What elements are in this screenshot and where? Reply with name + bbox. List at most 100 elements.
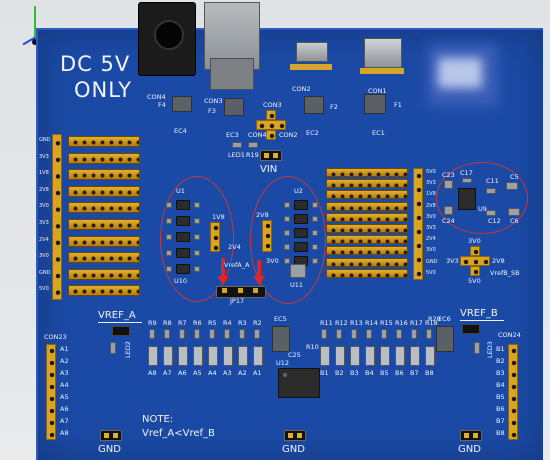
ec3-cap [224,98,244,116]
right-rail-text-3: 2V8 [426,202,436,209]
b-res-6 [411,329,417,339]
right-row-5[interactable] [326,224,408,233]
ec6-cap [436,326,454,352]
vref-b-jumper[interactable] [462,324,480,334]
right-rail-text-8: GND [426,258,438,265]
vsel-top[interactable] [470,246,480,256]
a-bottom-label-2: A6 [178,369,187,377]
left-ic-cap-b-2 [194,234,200,240]
right-row-3[interactable] [326,201,408,211]
mini-usb-pad [360,68,404,74]
left-rail-text-9: 5V0 [39,286,49,293]
right-ic-cap-b-1 [312,216,318,222]
c24 [444,206,453,215]
left-row-3[interactable] [68,185,140,197]
a-bottom-label-0: A8 [148,369,157,377]
left-row-9[interactable] [68,285,140,297]
a-led-3 [193,346,203,366]
right-row-6[interactable] [326,235,408,245]
b-res-5 [396,329,402,339]
vsel-bottom[interactable] [470,266,480,276]
con4b-label: CON4 [248,131,267,139]
left-row-1[interactable] [68,152,140,164]
ec5-label: EC5 [274,315,287,323]
right-ic-cap-b-4 [312,258,318,264]
left-row-8[interactable] [68,268,140,280]
con24-header[interactable] [508,344,518,440]
highlight-circle-right [250,176,326,304]
con23-header[interactable] [46,344,56,440]
left-row-2[interactable] [68,169,140,181]
con3b-label: CON3 [263,101,282,109]
right-row-4[interactable] [326,212,408,222]
b-res-label-2: R13 [350,319,363,327]
right-ic-cap-a-2 [284,230,290,236]
b-pin-label-3: B4 [496,381,505,389]
right-ic-cap-b-2 [312,230,318,236]
left-row-4[interactable] [68,202,140,214]
jumper-1v8[interactable] [210,222,220,252]
con3-label: CON3 [204,97,223,105]
right-row-2[interactable] [326,190,408,200]
vin-header[interactable] [260,150,282,161]
gnd-left-label: GND [98,444,121,455]
left-row-6[interactable] [68,235,140,247]
micro-usb-pad [290,64,332,70]
jp17-pin-c [253,288,258,293]
right-rail-header[interactable] [413,168,423,280]
left-ic-cap-a-2 [166,234,172,240]
left-ic-0 [176,200,190,210]
u1-label: U1 [176,187,185,195]
a-res-0 [149,329,155,339]
left-rail-header[interactable] [52,134,62,300]
a-bottom-label-4: A4 [208,369,217,377]
led2 [110,342,116,354]
right-row-0[interactable] [326,168,408,177]
a-res-label-3: R6 [193,319,202,327]
vref-a-jumper[interactable] [112,326,130,336]
vref-a-tag: VrefA_A [224,261,250,269]
a-res-3 [194,329,200,339]
gnd-mid-label: GND [282,444,305,455]
b-pin-label-6: B7 [496,417,505,425]
right-row-7[interactable] [326,246,408,256]
gnd-header-left[interactable] [100,430,122,441]
right-ic-cap-b-0 [312,202,318,208]
right-row-8[interactable] [326,257,408,267]
b-bottom-label-0: B1 [320,369,329,377]
led3-label: LED3 [485,341,494,358]
a-pin-label-7: A8 [60,429,69,437]
v2v8b-label: 2V8 [492,257,505,265]
vsel-mid[interactable] [460,256,490,266]
b-led-6 [410,346,420,366]
a-bottom-label-6: A2 [238,369,247,377]
left-ic-1 [176,216,190,226]
b-res-7 [426,329,432,339]
right-row-9[interactable] [326,268,408,278]
left-row-7[interactable] [68,252,140,264]
left-ic-cap-b-1 [194,218,200,224]
a-led-2 [178,346,188,366]
f4-label: F4 [158,101,166,109]
left-ic-cap-b-0 [194,202,200,208]
left-row-0[interactable] [68,136,140,147]
c17 [462,178,472,183]
right-rail-text-9: 5V0 [426,269,436,276]
right-ic-cap-a-3 [284,244,290,250]
left-row-5[interactable] [68,219,140,230]
left-rail-text-8: GND [39,269,51,276]
c25-label: C25 [288,351,301,359]
u9-chip [458,188,476,210]
right-ic-cap-a-4 [284,258,290,264]
gnd-header-right[interactable] [460,430,482,441]
a-res-label-0: R9 [148,319,157,327]
left-rail-text-3: 2V8 [39,186,49,193]
a-pin-label-0: A1 [60,345,69,353]
gnd-header-mid[interactable] [284,430,306,441]
right-row-1[interactable] [326,179,408,189]
marker-arrow-right-head [253,276,265,285]
note-text: Vref_A<Vref_B [142,428,215,439]
jumper-2v8[interactable] [262,220,272,252]
a-pin-label-2: A3 [60,369,69,377]
